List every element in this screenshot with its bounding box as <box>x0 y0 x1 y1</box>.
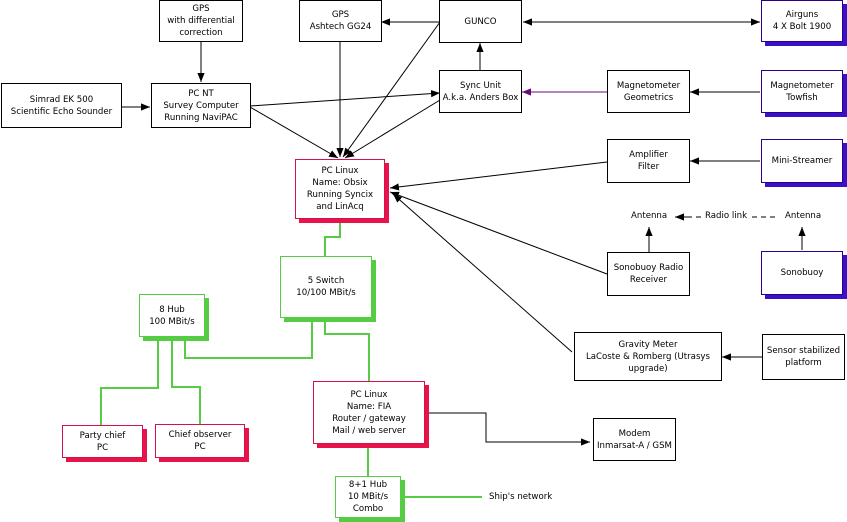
node-party-chief-pc[interactable]: Party chief PC <box>62 425 143 458</box>
radio-link-label: Radio link <box>705 211 748 221</box>
node-text: Modem <box>618 428 651 439</box>
node-switch-5[interactable]: 5 Switch 10/100 MBit/s <box>280 256 372 318</box>
node-chief-observer-pc[interactable]: Chief observer PC <box>155 424 245 458</box>
wire-pc-nt-to-sync <box>249 90 441 107</box>
node-text: Scientific Echo Sounder <box>10 106 113 117</box>
node-text: Receiver <box>629 275 668 285</box>
wire-sync-to-obsix <box>344 99 441 159</box>
wire-obsix-to-switch <box>324 220 341 256</box>
node-hub-8-plus-1[interactable]: 8+1 Hub 10 MBit/s Combo <box>335 476 401 518</box>
node-text: PC <box>96 442 109 453</box>
wire-switch-to-hub8 <box>184 318 313 359</box>
wire-amp-to-obsix <box>389 161 608 191</box>
node-text: Ashtech GG24 <box>309 22 372 32</box>
node-text: 10/100 MBit/s <box>296 288 356 298</box>
node-text: Magnetometer <box>770 80 834 91</box>
node-text: Running NaviPAC <box>164 112 238 123</box>
node-sonobuoy-radio-receiver[interactable]: Sonobuoy Radio Receiver <box>607 252 690 296</box>
node-text: correction <box>179 28 223 38</box>
node-text: Sensor stabilized <box>766 346 841 356</box>
node-simrad-echo-sounder[interactable]: Simrad EK 500 Scientific Echo Sounder <box>1 83 122 128</box>
node-text: Geometrics <box>623 92 674 103</box>
node-pc-linux-obsix[interactable]: PC Linux Name: Obsix Running Syncix and … <box>295 159 385 219</box>
wire-switch-to-fia <box>324 318 370 381</box>
node-modem-inmarsat[interactable]: Modem Inmarsat-A / GSM <box>593 418 676 461</box>
node-text: Name: FIA <box>346 401 392 412</box>
node-text: Sonobuoy <box>780 268 824 278</box>
wire-pc-nt-to-obsix <box>249 106 339 159</box>
node-sensor-stabilized-platform[interactable]: Sensor stabilized platform <box>762 334 845 380</box>
node-hub-8[interactable]: 8 Hub 100 MBit/s <box>139 294 205 337</box>
node-text: A.k.a. Anders Box <box>442 92 519 103</box>
node-text: 8+1 Hub <box>348 480 388 490</box>
ships-network-label: Ship's network <box>489 492 553 502</box>
node-text: platform <box>785 358 822 368</box>
wire-hub8-to-party-chief <box>100 338 159 425</box>
node-text: Amplifier <box>629 150 668 160</box>
node-text: Name: Obsix <box>312 178 368 188</box>
node-text: Survey Computer <box>163 100 239 111</box>
node-text: Running Syncix <box>306 190 374 200</box>
node-text: GUNCO <box>464 16 497 27</box>
wire-fia-to-modem <box>426 412 590 446</box>
node-text: Chief observer <box>168 430 232 440</box>
node-text: PC <box>194 442 206 452</box>
node-text: Towfish <box>786 92 818 103</box>
node-text: Filter <box>637 162 660 172</box>
node-text: PC Linux <box>321 166 359 176</box>
node-pc-nt-survey-computer[interactable]: PC NT Survey Computer Running NaviPAC <box>151 83 251 128</box>
wire-hub8-to-chief-observer <box>171 338 201 425</box>
node-text: Sonobuoy Radio <box>613 263 684 273</box>
node-text: 5 Switch <box>307 276 345 286</box>
node-gunco[interactable]: GUNCO <box>439 0 522 43</box>
node-text: Simrad EK 500 <box>29 94 94 105</box>
node-gps-differential[interactable]: GPS with differential correction <box>159 0 243 42</box>
node-mini-streamer[interactable]: Mini-Streamer <box>761 139 843 183</box>
node-magnetometer-geometrics[interactable]: Magnetometer Geometrics <box>607 70 690 113</box>
node-text: 10 MBit/s <box>347 492 389 502</box>
node-text: Party chief <box>79 430 126 441</box>
node-text: upgrade) <box>628 363 668 374</box>
node-text: Gravity Meter <box>618 339 678 350</box>
node-text: with differential <box>167 16 235 26</box>
wire-gunco-to-obsix <box>342 21 441 158</box>
node-text: Sync Unit <box>460 80 501 91</box>
node-sync-unit[interactable]: Sync Unit A.k.a. Anders Box <box>439 70 522 113</box>
node-text: 4 X Bolt 1900 <box>772 22 832 32</box>
antenna-right-label: Antenna <box>785 211 822 221</box>
node-text: Mini-Streamer <box>771 156 833 166</box>
node-text: GPS <box>192 4 210 14</box>
node-gps-ashtech[interactable]: GPS Ashtech GG24 <box>299 0 382 42</box>
node-text: LaCoste & Romberg (Utrasys <box>586 351 710 362</box>
node-text: Inmarsat-A / GSM <box>597 440 672 451</box>
node-magnetometer-towfish[interactable]: Magnetometer Towfish <box>761 70 843 113</box>
node-airguns[interactable]: Airguns 4 X Bolt 1900 <box>761 0 843 42</box>
wire-sono-receiver-to-obsix <box>389 191 608 275</box>
node-amplifier-filter[interactable]: Amplifier Filter <box>607 139 690 183</box>
node-text: Router / gateway <box>332 413 406 424</box>
node-text: 8 Hub <box>159 304 185 315</box>
node-text: 100 MBit/s <box>149 316 195 327</box>
node-text: GPS <box>331 10 350 20</box>
node-text: Combo <box>352 504 384 514</box>
node-text: PC NT <box>188 88 214 99</box>
node-sonobuoy[interactable]: Sonobuoy <box>761 251 843 295</box>
node-text: PC Linux <box>350 389 388 400</box>
node-gravity-meter[interactable]: Gravity Meter LaCoste & Romberg (Utrasys… <box>574 332 722 381</box>
node-text: Mail / web server <box>332 425 406 436</box>
node-text: Magnetometer <box>616 80 681 91</box>
antenna-left-label: Antenna <box>631 211 668 221</box>
wire-gravity-to-obsix <box>392 193 573 353</box>
node-text: Airguns <box>785 10 819 20</box>
node-text: and LinAcq <box>316 202 364 212</box>
node-pc-linux-fia[interactable]: PC Linux Name: FIA Router / gateway Mail… <box>313 381 425 444</box>
